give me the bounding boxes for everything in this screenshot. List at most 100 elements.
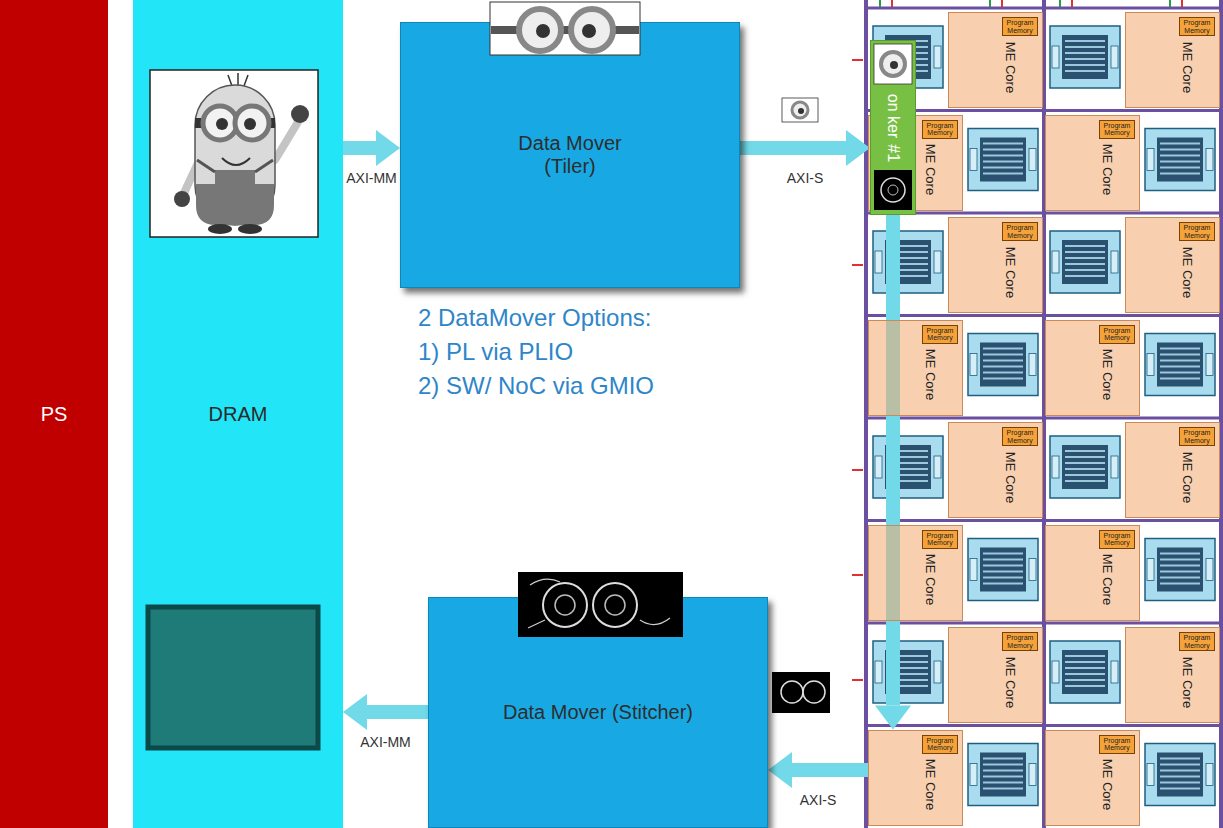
memory-tag-label: Program Memory [1102, 737, 1132, 752]
arrow-shaft [367, 705, 428, 719]
memory-tag-label: Program Memory [1182, 634, 1212, 649]
me-core: ME Core Program Memory [948, 217, 1043, 313]
arrow-head [376, 130, 400, 166]
memory-tile [1050, 231, 1120, 293]
memory-tile [1145, 539, 1215, 601]
program-memory-tag: Program Memory [1002, 632, 1038, 651]
memory-tile [1145, 334, 1215, 396]
memory-tag-label: Program Memory [1005, 19, 1035, 34]
note-text: 1) PL via PLIO [418, 338, 573, 366]
edge-label: AXI-MM [346, 170, 397, 186]
arrow-head [768, 752, 792, 788]
ps-band: PS [0, 0, 108, 828]
input-tile-thumbnail [782, 98, 818, 122]
note-text: 2) SW/ NoC via GMIO [418, 372, 654, 400]
me-core: ME Core Program Memory [1125, 422, 1220, 518]
me-core: ME CoreProgram Memory [1045, 115, 1140, 211]
program-memory-tag: Program Memory [1179, 222, 1215, 241]
me-core: ME Core Program Memory [1125, 12, 1220, 108]
program-memory-tag: Program Memory [1099, 530, 1135, 549]
core-label: ME Core [1180, 656, 1195, 707]
band-label: DRAM [209, 403, 268, 426]
arrow-shaft [792, 763, 868, 777]
edge-label-holder: AXI-MM [346, 170, 397, 186]
program-memory-tag: Program Memory [922, 325, 958, 344]
edge-label: AXI-MM [360, 734, 411, 750]
output-tile-picture [518, 572, 683, 637]
memory-tag-label: Program Memory [1102, 122, 1132, 137]
core-label: ME Core [923, 349, 938, 400]
me-core: ME Core Program Memory [948, 627, 1043, 723]
memory-tile [873, 231, 943, 293]
program-memory-tag: Program Memory [922, 530, 958, 549]
memory-tag-label: Program Memory [1005, 224, 1035, 239]
memory-tag-label: Program Memory [925, 737, 955, 752]
kernel-output-picture [874, 170, 912, 210]
data-flow-arrow [768, 752, 868, 788]
note-line: 2 DataMover Options: [418, 304, 651, 332]
me-core: ME Core Program Memory [1125, 627, 1220, 723]
memory-tag-label: Program Memory [1182, 19, 1212, 34]
memory-tag-label: Program Memory [1005, 429, 1035, 444]
memory-tag-label: Program Memory [1005, 634, 1035, 649]
box-label: Data Mover (Stitcher) [503, 701, 693, 724]
data-flow-arrow [343, 694, 428, 730]
core-label: ME Core [923, 144, 938, 195]
core-label: ME Core [1180, 246, 1195, 297]
stream-switch-lines [864, 0, 1223, 828]
memory-tag-label: Program Memory [1102, 327, 1132, 342]
core-label: ME Core [1003, 656, 1018, 707]
edge-label-holder: AXI-MM [360, 734, 411, 750]
core-label: ME Core [1003, 246, 1018, 297]
program-memory-tag: Program Memory [1002, 222, 1038, 241]
program-memory-tag: Program Memory [1002, 17, 1038, 36]
kernel-box: on ker#1 [870, 40, 916, 215]
me-core: ME CoreProgram Memory [1045, 320, 1140, 416]
note-line: 2) SW/ NoC via GMIO [418, 372, 654, 400]
memory-tile [1050, 26, 1120, 88]
edge-label-holder: AXI-S [800, 792, 837, 808]
arrow-head [343, 694, 367, 730]
memory-tile [968, 129, 1038, 191]
me-core: ME CoreProgram Memory [868, 525, 963, 621]
program-memory-tag: Program Memory [1099, 120, 1135, 139]
minion-picture [150, 70, 318, 237]
edge-label: AXI-S [800, 792, 837, 808]
memory-tile [873, 641, 943, 703]
core-label: ME Core [1003, 451, 1018, 502]
program-memory-tag: Program Memory [1179, 427, 1215, 446]
core-label: ME Core [1100, 759, 1115, 810]
core-label: ME Core [1180, 41, 1195, 92]
arrow-shaft [343, 141, 376, 155]
memory-tag-label: Program Memory [925, 327, 955, 342]
edge-label: AXI-S [787, 170, 824, 186]
program-memory-tag: Program Memory [1179, 632, 1215, 651]
memory-tile [1050, 436, 1120, 498]
memory-tag-label: Program Memory [1102, 532, 1132, 547]
core-label: ME Core [1180, 451, 1195, 502]
arrow-shaft [886, 215, 900, 706]
memory-tag-label: Program Memory [925, 532, 955, 547]
program-memory-tag: Program Memory [1002, 427, 1038, 446]
program-memory-tag: Program Memory [1099, 735, 1135, 754]
memory-tag-label: Program Memory [925, 122, 955, 137]
me-core: ME Core Program Memory [1125, 217, 1220, 313]
memory-tile [968, 744, 1038, 806]
me-core: ME Core Program Memory [1045, 525, 1140, 621]
stitcher-box: Data Mover (Stitcher) [428, 597, 768, 828]
me-core: ME Core Program Memory [948, 422, 1043, 518]
core-label: ME Core [1100, 554, 1115, 605]
box-label: Data Mover (Tiler) [515, 132, 625, 178]
kernel-label: on ker [884, 93, 902, 137]
note-line: 1) PL via PLIO [418, 338, 573, 366]
program-memory-tag: Program Memory [922, 120, 958, 139]
memory-tile [1145, 744, 1215, 806]
memory-tile [968, 539, 1038, 601]
output-tile-thumbnail [772, 672, 830, 713]
program-memory-tag: Program Memory [1179, 17, 1215, 36]
program-memory-tag: Program Memory [1099, 325, 1135, 344]
input-tile-picture [490, 2, 640, 55]
kernel-input-picture [874, 44, 912, 84]
